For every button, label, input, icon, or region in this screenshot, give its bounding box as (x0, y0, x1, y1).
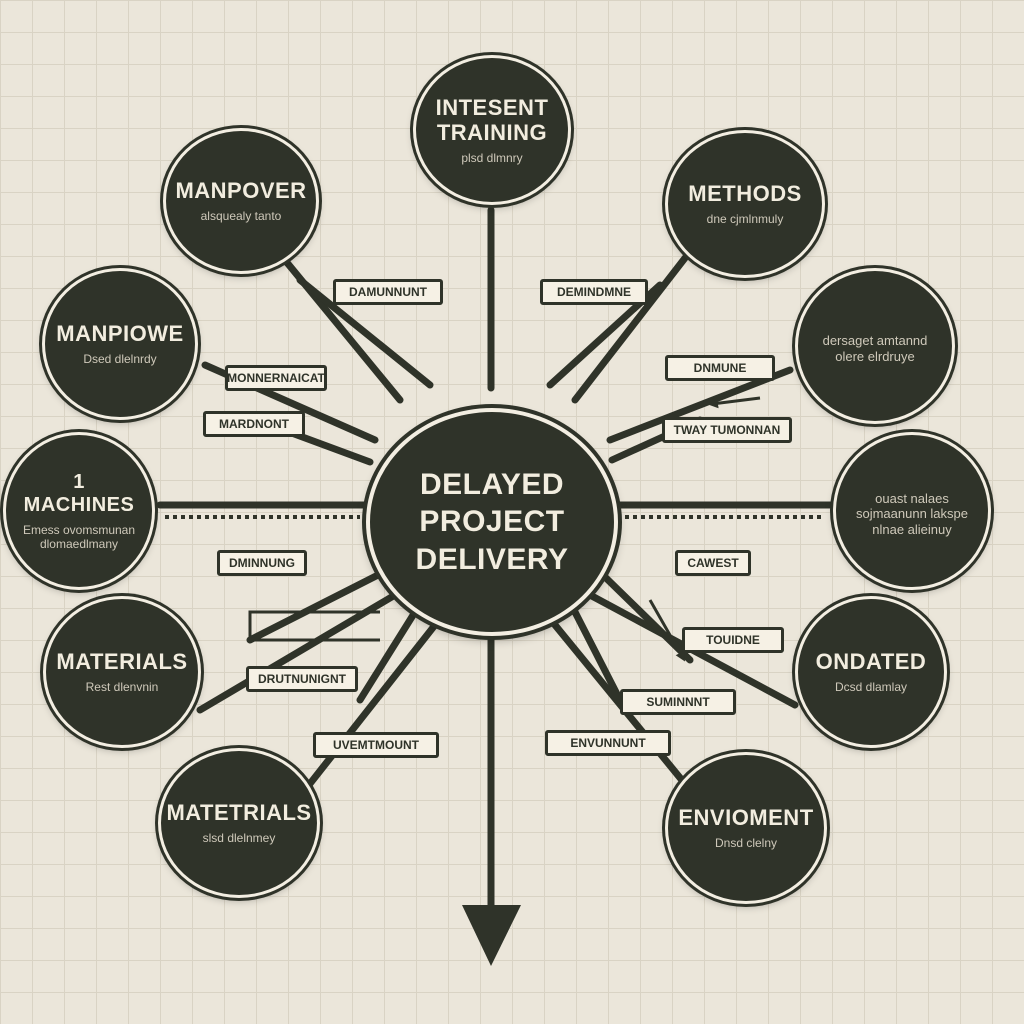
node-materials-lower-subtitle: slsd dlelnmey (202, 831, 276, 846)
label-damunnunt: DAMUNNUNT (333, 279, 443, 305)
node-training: INTESENT TRAINING plsd dlmnry (413, 55, 571, 205)
connector-arrow-right-a (708, 396, 761, 409)
connector-materials-upper-b (246, 571, 382, 644)
node-ondated: ONDATED Dcsd dlamlay (795, 596, 947, 748)
label-envunnunt: ENVUNNUNT (545, 730, 671, 756)
center-node-title: DELAYED PROJECT DELIVERY (415, 467, 569, 576)
connector-elbow-left (248, 610, 380, 642)
connector-enviroment-b (571, 608, 624, 704)
node-training-title: INTESENT TRAINING (435, 94, 549, 145)
label-uvemtmount: UVEMTMOUNT (313, 732, 439, 758)
label-dnmune: DNMUNE (665, 355, 775, 381)
node-machines: 1 MACHINES Emess ovomsmunan dlomaedlmany (3, 432, 155, 590)
connector-arrow-right-b (648, 599, 685, 662)
node-materials-lower: MATETRIALS slsd dlelnmey (158, 748, 320, 898)
node-manpover: MANPOVER alsquealy tanto (163, 128, 319, 274)
node-ondated-subtitle: Dcsd dlamlay (834, 680, 908, 695)
node-enviroment: ENVIOMENT Dnsd clelny (665, 752, 827, 904)
node-methods-title: METHODS (688, 181, 802, 207)
label-monnernaicat: MONNERNAICAT (225, 365, 327, 391)
label-dminnung: DMINNUNG (217, 550, 307, 576)
node-enviroment-subtitle: Dnsd clelny (714, 836, 778, 851)
node-machines-title: 1 MACHINES (23, 470, 135, 516)
label-demindmne: DEMINDMNE (540, 279, 648, 305)
node-manpiowe-subtitle: Dsed dlelnrdy (83, 352, 157, 367)
node-manpiowe: MANPIOWE Dsed dlelnrdy (42, 268, 198, 420)
label-tway-tumonnan: TWAY TUMONNAN (662, 417, 792, 443)
connector-manpover (271, 244, 404, 404)
node-materials-upper-title: MATERIALS (56, 649, 188, 675)
node-methods-subtitle: dne cjmlnmuly (706, 212, 784, 227)
node-right-middle: ouast nalaes sojmaanunn lakspe nlnae ali… (833, 432, 991, 590)
connector-manpover-b (296, 276, 434, 389)
node-right-middle-subtitle: ouast nalaes sojmaanunn lakspe nlnae ali… (855, 490, 969, 537)
label-drutnunignt: DRUTNUNIGNT (246, 666, 358, 692)
node-manpover-title: MANPOVER (175, 178, 307, 204)
node-training-subtitle: plsd dlmnry (461, 151, 523, 166)
label-mardnont: MARDNONT (203, 411, 305, 437)
connector-methods (571, 254, 689, 404)
node-materials-upper: MATERIALS Rest dlenvnin (43, 596, 201, 748)
node-materials-upper-subtitle: Rest dlenvnin (85, 680, 159, 695)
node-materials-lower-title: MATETRIALS (166, 800, 312, 826)
connector-right-upper (606, 366, 794, 444)
node-manpover-subtitle: alsquealy tanto (200, 209, 282, 224)
node-methods: METHODS dne cjmlnmuly (665, 130, 825, 278)
connector-materials-lower-b (356, 608, 419, 704)
center-node-delayed-project-delivery: DELAYED PROJECT DELIVERY (366, 408, 618, 636)
label-touidne: TOUIDNE (682, 627, 784, 653)
connector-materials-upper (196, 591, 399, 714)
node-machines-subtitle: Emess ovomsmunan dlomaedlmany (22, 522, 136, 551)
connector-materials-lower (301, 621, 439, 794)
label-cawest: CAWEST (675, 550, 751, 576)
node-right-upper-subtitle: dersaget amtannd olere elrdruye (822, 333, 928, 364)
node-manpiowe-title: MANPIOWE (56, 321, 184, 347)
node-ondated-title: ONDATED (815, 649, 927, 675)
label-suminnnt: SUMINNNT (620, 689, 736, 715)
main-arrowhead-icon (462, 905, 521, 966)
node-right-upper: dersaget amtannd olere elrdruye (795, 268, 955, 424)
node-enviroment-title: ENVIOMENT (678, 805, 814, 831)
